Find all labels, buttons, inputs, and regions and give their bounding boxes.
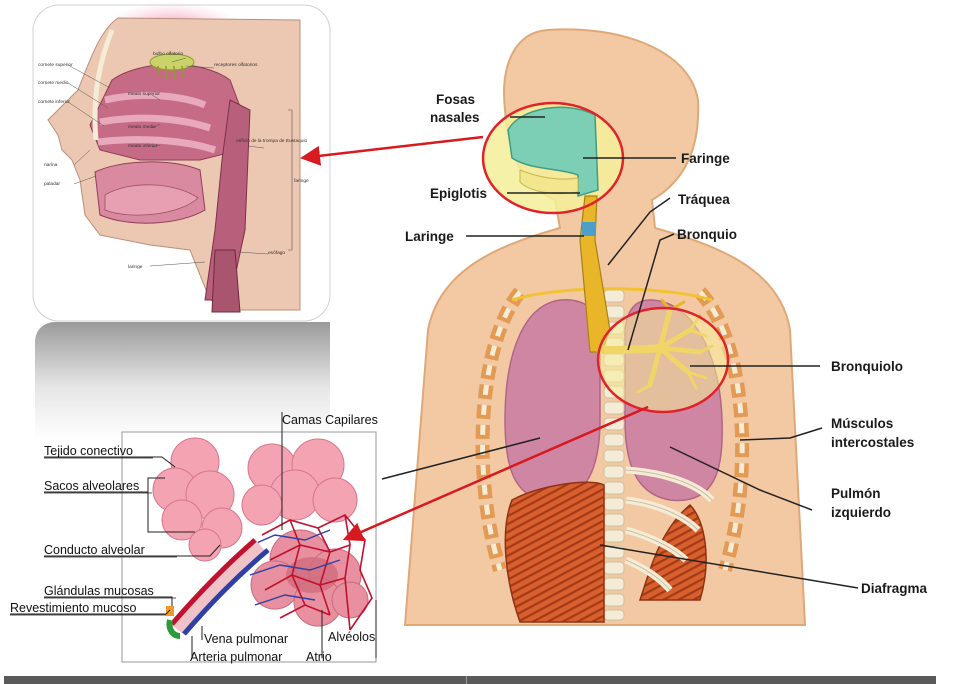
label-cornete-inferior: cornete inferior xyxy=(38,99,70,105)
label-meato-superior: meato superior xyxy=(128,91,160,97)
label-alveolos: Alvéolos xyxy=(328,630,375,644)
arrow-to-nasal-inset xyxy=(310,137,483,157)
label-narina: narina xyxy=(44,162,58,168)
label-faringe: Faringe xyxy=(681,151,730,166)
label-epiglotis: Epiglotis xyxy=(430,186,487,201)
label-meato-inferior: meato inferior xyxy=(128,143,158,149)
bottom-bar-divider xyxy=(466,676,467,684)
label-orificio-trompa: orificio de la trompa de Eustaquio xyxy=(236,138,308,144)
label-esofago: esófago xyxy=(268,250,285,256)
label-diafragma: Diafragma xyxy=(861,581,928,596)
mucous-lining xyxy=(166,606,174,616)
label-faringe-nasal: faringe xyxy=(294,178,309,184)
label-vena-pulmonar: Vena pulmonar xyxy=(204,632,288,646)
bottom-bar xyxy=(4,676,936,684)
label-tejido-conectivo: Tejido conectivo xyxy=(44,444,133,458)
label-pulmon-izquierdo: Pulmón izquierdo xyxy=(831,486,891,520)
label-laringe: Laringe xyxy=(405,229,454,244)
label-musculos-intercostales: Músculos intercostales xyxy=(831,416,914,450)
label-fosas-nasales: Fosas nasales xyxy=(430,92,480,125)
alveolar-sac-right xyxy=(242,439,357,525)
label-conducto-alveolar: Conducto alveolar xyxy=(44,543,145,557)
label-cornete-superior: cornete superior xyxy=(38,62,73,68)
label-traquea: Tráquea xyxy=(678,192,730,207)
label-meato-medio: meato medio xyxy=(128,124,156,130)
label-paladar: paladar xyxy=(44,181,60,187)
esophagus xyxy=(212,250,240,312)
label-bronquio: Bronquio xyxy=(677,227,737,242)
larynx xyxy=(582,222,596,236)
label-glandulas-mucosas: Glándulas mucosas xyxy=(44,584,154,598)
label-bulbo-olfatorio: bulbo olfatorio xyxy=(153,51,183,57)
label-cornete-medio: cornete medio xyxy=(38,80,69,86)
label-bronquiolo: Bronquiolo xyxy=(831,359,903,374)
nasal-cavity-inset: cornete superior cornete medio cornete i… xyxy=(33,2,330,321)
label-camas-capilares: Camas Capilares xyxy=(282,413,378,427)
label-sacos-alveolares: Sacos alveolares xyxy=(44,479,139,493)
label-revestimiento-mucoso: Revestimiento mucoso xyxy=(10,601,136,615)
label-receptores: receptores olfatorios xyxy=(214,62,258,68)
label-arteria-pulmonar: Arteria pulmonar xyxy=(190,650,282,664)
diaphragm-muscle xyxy=(505,482,604,622)
label-laringe-nasal: laringe xyxy=(128,264,143,270)
label-atrio: Atrio xyxy=(306,650,332,664)
nasal-cavity-section xyxy=(90,64,245,160)
